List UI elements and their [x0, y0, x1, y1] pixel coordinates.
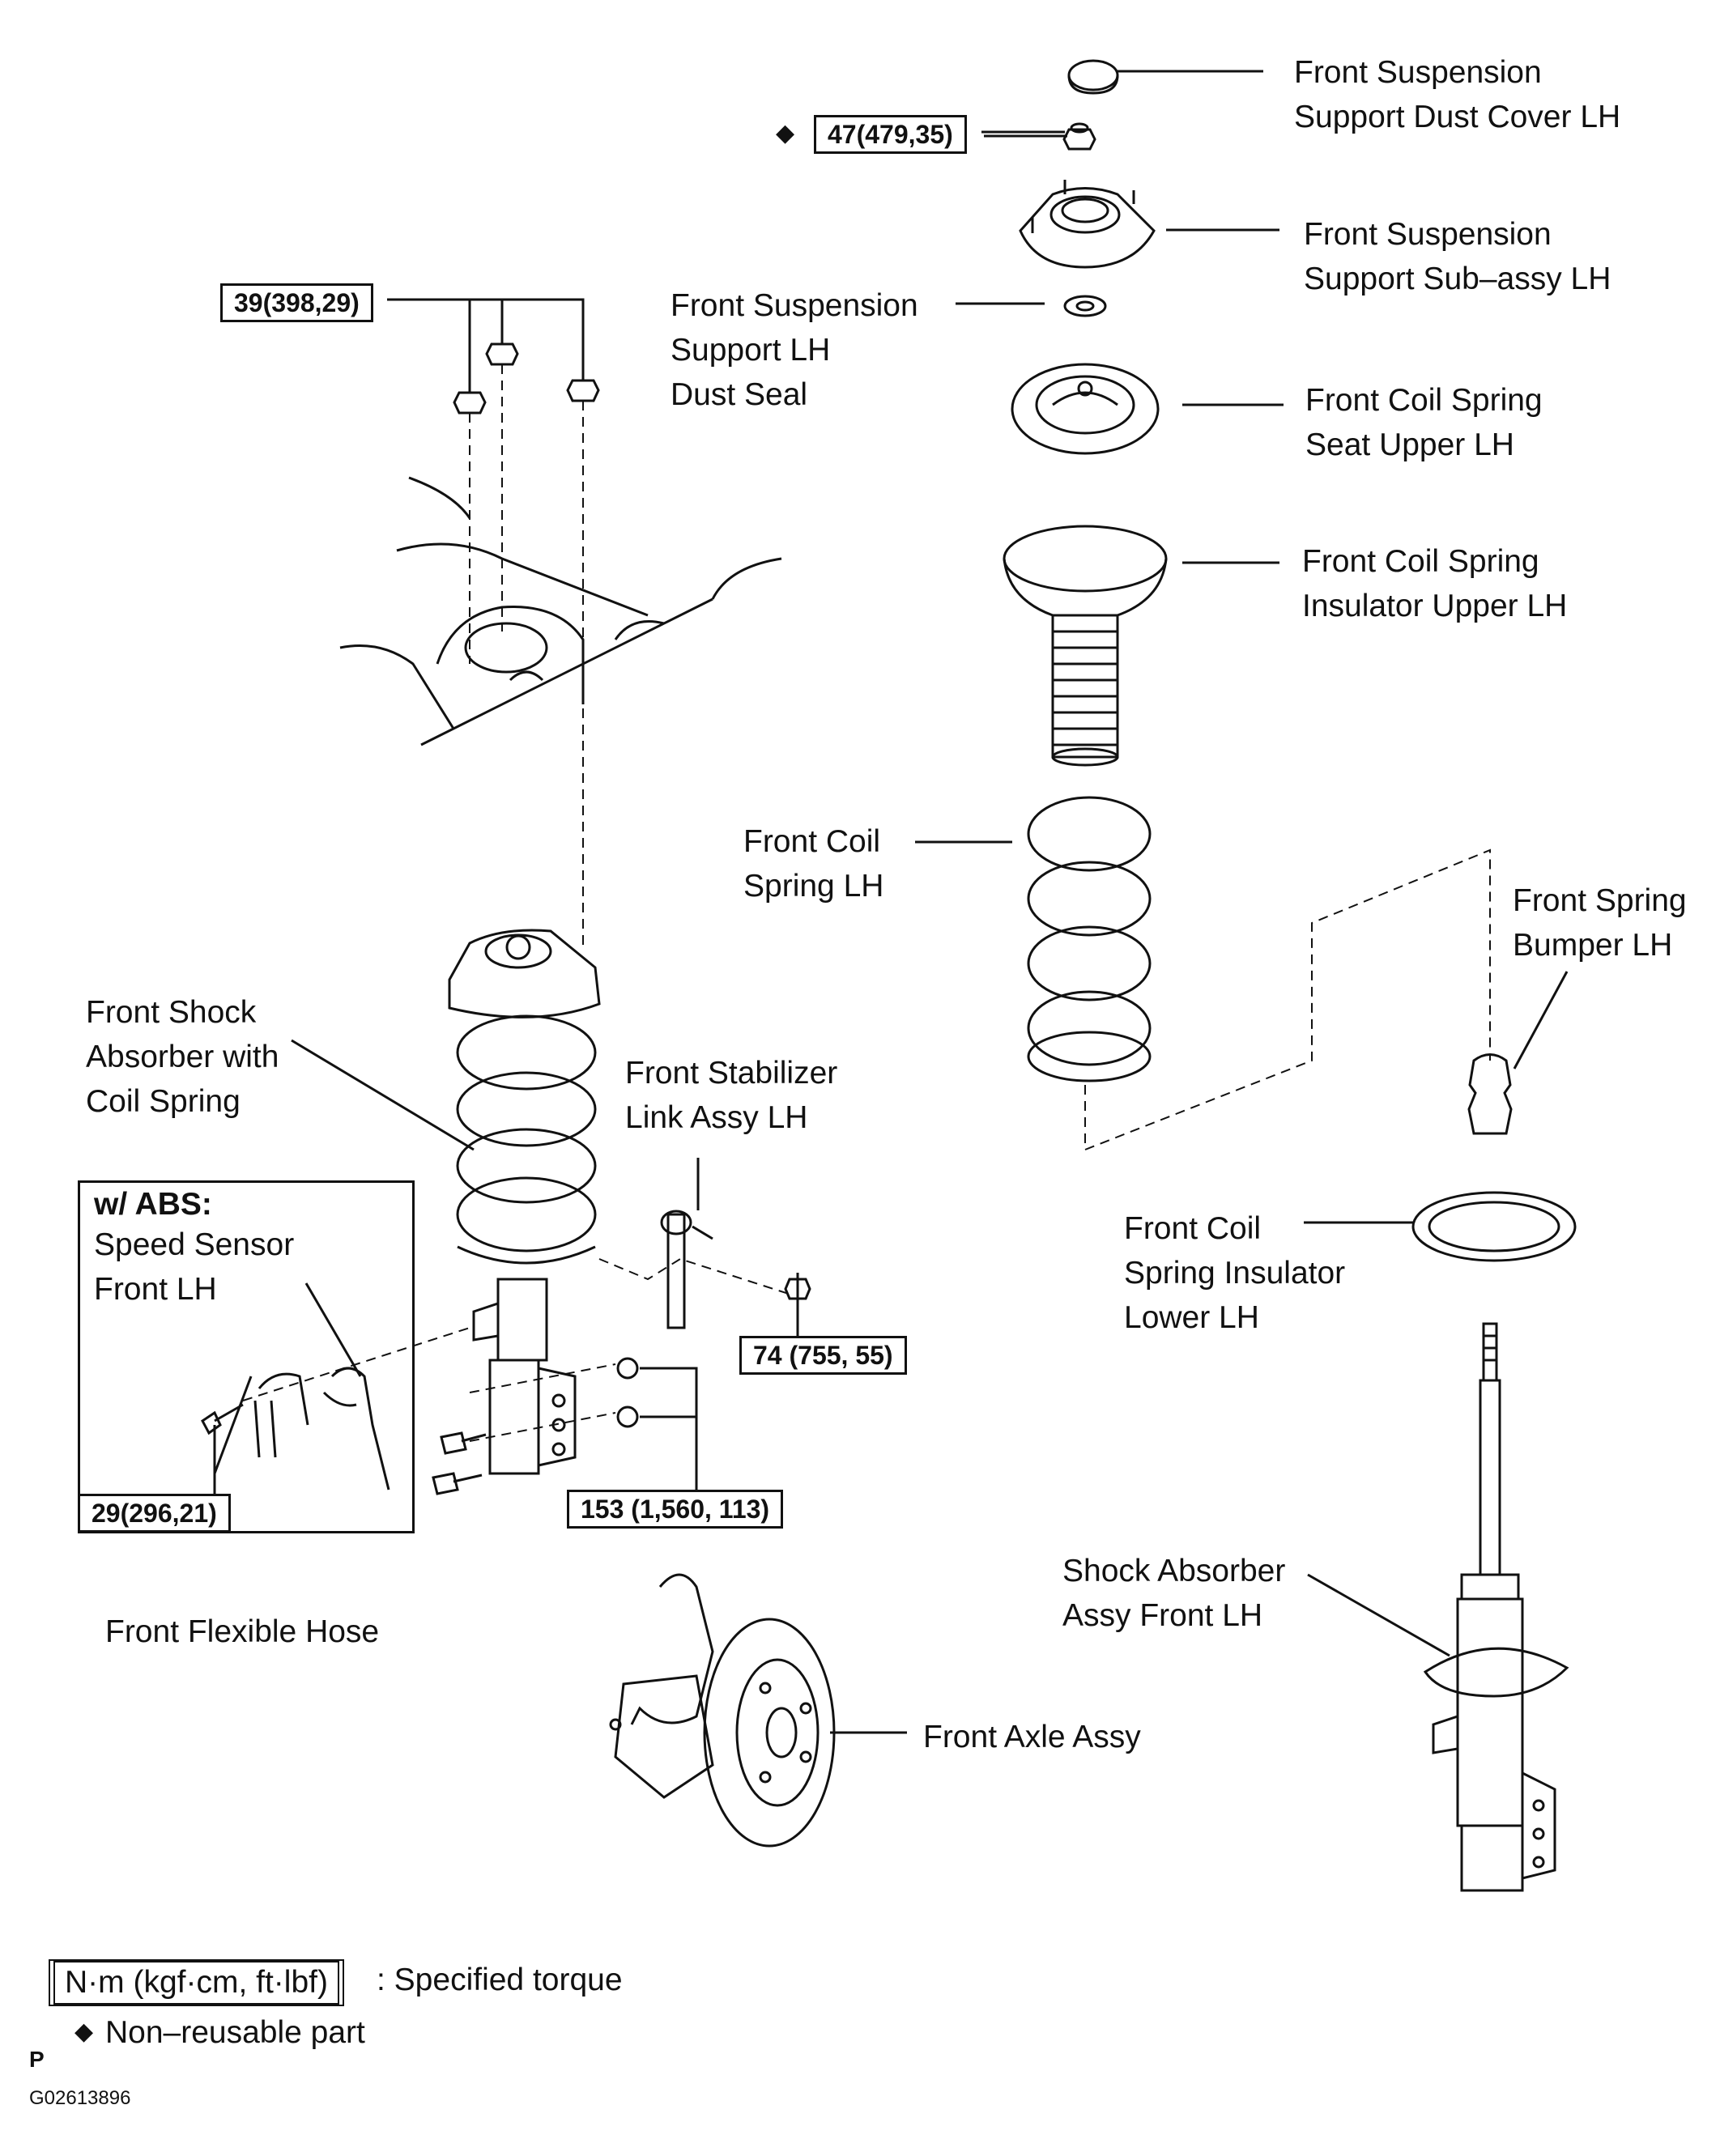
- speed-sensor-part: [253, 1367, 390, 1490]
- label-spring-bumper: Front Spring Bumper LH: [1513, 883, 1687, 963]
- torque-box-47: 47(479,35): [814, 115, 967, 154]
- spring-bumper-part: [1467, 1053, 1513, 1135]
- coil-spring-part: [1027, 796, 1152, 1082]
- insulator-upper-part: [1003, 525, 1168, 767]
- insulator-lower-part: [1411, 1191, 1577, 1262]
- torque-box-74: 74 (755, 55): [739, 1336, 907, 1375]
- label-insulator-lower: Front Coil Spring Insulator Lower LH: [1124, 1211, 1346, 1335]
- label-stabilizer-link: Front Stabilizer Link Assy LH: [625, 1056, 838, 1135]
- label-dust-seal: Front Suspension Support LH Dust Seal: [671, 288, 918, 412]
- footer-letter: P: [29, 2047, 45, 2072]
- label-abs-heading: w/ ABS:: [94, 1187, 212, 1222]
- dashed-guides: [242, 364, 1491, 1442]
- legend-diamond-icon: ◆: [75, 2018, 94, 2045]
- strut-mount-nuts: [453, 342, 600, 415]
- leader-lines: [213, 70, 1569, 1734]
- stabilizer-link-part: [660, 1210, 811, 1329]
- legend-torque-unit: N·m (kgf·cm, ft·lbf): [53, 1961, 339, 2005]
- torque-box-39: 39(398,29): [220, 283, 373, 322]
- legend-torque-unit-box: N·m (kgf·cm, ft·lbf): [49, 1959, 344, 2006]
- legend-non-reusable: Non–reusable part: [105, 2015, 365, 2050]
- abs-callout-box: [78, 1180, 415, 1533]
- front-axle-assy-part: [609, 1573, 836, 1848]
- figure-code: G02613896: [29, 2087, 131, 2109]
- nut-part-top: [1062, 122, 1096, 151]
- support-subassy-part: [1019, 180, 1156, 269]
- legend-specified-torque: : Specified torque: [377, 1963, 623, 1997]
- torque-box-29: 29(296,21): [78, 1494, 231, 1533]
- label-dust-cover: Front Suspension Support Dust Cover LH: [1294, 55, 1621, 134]
- non-reusable-diamond-icon: ◆: [776, 120, 795, 147]
- label-shock-with-spring: Front Shock Absorber with Coil Spring: [86, 995, 279, 1119]
- torque-leaders: [213, 134, 1067, 1494]
- torque-box-153: 153 (1,560, 113): [567, 1490, 784, 1529]
- shock-absorber-assy-part: [1423, 1322, 1569, 1892]
- label-coil-spring: Front Coil Spring LH: [743, 824, 884, 904]
- spring-seat-upper-part: [1011, 363, 1160, 455]
- label-flexible-hose: Front Flexible Hose: [105, 1614, 380, 1649]
- knuckle-bolts: [201, 1357, 639, 1495]
- label-shock-assy: Shock Absorber Assy Front LH: [1062, 1554, 1286, 1633]
- label-insulator-upper: Front Coil Spring Insulator Upper LH: [1302, 544, 1568, 623]
- shock-with-spring-assembly: [448, 929, 601, 1475]
- dust-cover-part: [1067, 59, 1119, 95]
- label-axle-assy: Front Axle Assy: [923, 1720, 1141, 1754]
- dust-seal-part: [1063, 295, 1107, 317]
- label-spring-seat-upper: Front Coil Spring Seat Upper LH: [1305, 383, 1543, 462]
- body-panel: [339, 476, 782, 746]
- label-support-subassy: Front Suspension Support Sub–assy LH: [1304, 217, 1611, 296]
- label-speed-sensor: Speed Sensor Front LH: [94, 1227, 295, 1307]
